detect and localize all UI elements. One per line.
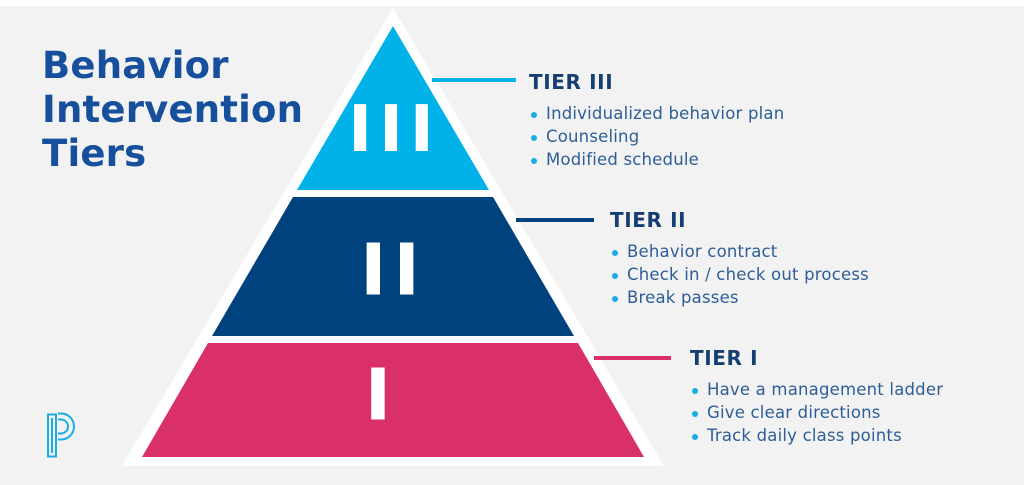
bullet-text: Behavior contract — [627, 242, 778, 261]
bullet-dot-icon — [692, 388, 698, 394]
tier1-shape — [142, 343, 644, 457]
tier3-heading: TIER III — [529, 70, 614, 94]
list-item: Check in / check out process — [612, 266, 869, 283]
bullet-dot-icon — [612, 296, 618, 302]
bullet-text: Track daily class points — [707, 426, 902, 445]
list-item: Modified schedule — [531, 151, 784, 168]
list-item: Individualized behavior plan — [531, 105, 784, 122]
list-item: Behavior contract — [612, 243, 869, 260]
tier2-numeral: II — [360, 228, 427, 312]
list-item: Give clear directions — [692, 404, 943, 421]
bullet-text: Individualized behavior plan — [546, 104, 785, 123]
bullet-text: Break passes — [627, 288, 739, 307]
bullet-dot-icon — [531, 112, 537, 118]
tier2-heading: TIER II — [610, 208, 687, 232]
bullet-dot-icon — [612, 250, 618, 256]
bullet-text: Give clear directions — [707, 403, 881, 422]
bullet-dot-icon — [531, 135, 537, 141]
bullet-text: Modified schedule — [546, 150, 699, 169]
list-item: Break passes — [612, 289, 869, 306]
bullet-dot-icon — [692, 411, 698, 417]
tier1-heading: TIER I — [690, 346, 759, 370]
tier3-text-block: TIER III Individualized behavior plan Co… — [529, 70, 784, 174]
bullet-text: Have a management ladder — [707, 380, 944, 399]
tier3-shape — [297, 26, 489, 190]
bullet-dot-icon — [692, 434, 698, 440]
list-item: Track daily class points — [692, 427, 943, 444]
tier2-shape — [212, 197, 574, 336]
bullet-dot-icon — [531, 158, 537, 164]
tier1-numeral: I — [364, 353, 399, 437]
powerschool-logo-icon — [47, 412, 75, 458]
bullet-text: Counseling — [546, 127, 640, 146]
tier1-text-block: TIER I Have a management ladder Give cle… — [690, 346, 943, 450]
bullet-dot-icon — [612, 273, 618, 279]
bullet-text: Check in / check out process — [627, 265, 869, 284]
list-item: Have a management ladder — [692, 381, 943, 398]
tier3-numeral: III — [348, 93, 441, 167]
tier2-text-block: TIER II Behavior contract Check in / che… — [610, 208, 869, 312]
page-title: Behavior Intervention Tiers — [42, 44, 304, 175]
list-item: Counseling — [531, 128, 784, 145]
